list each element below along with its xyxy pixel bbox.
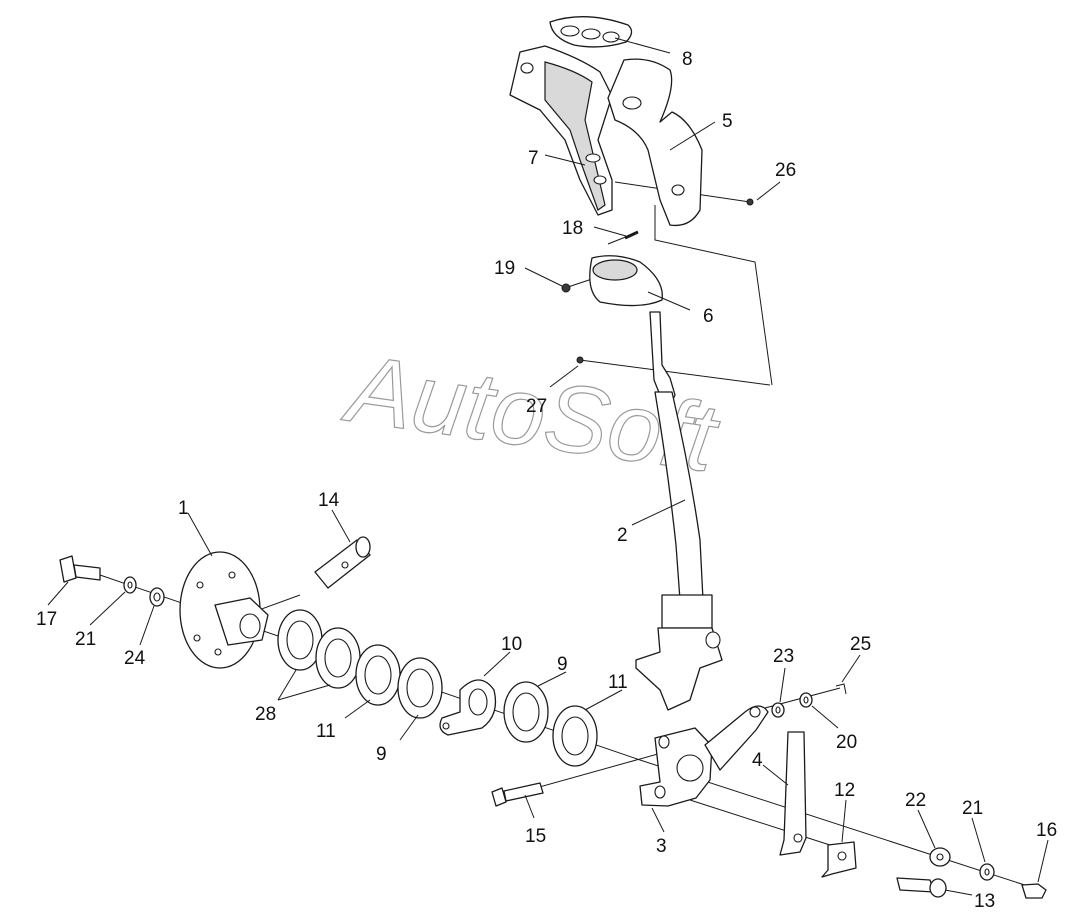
part-collar <box>589 255 663 307</box>
part-plate <box>821 841 857 878</box>
callout-3: 3 <box>656 836 667 857</box>
callout-23: 23 <box>773 646 794 667</box>
part-bracket <box>639 727 713 807</box>
callout-17: 17 <box>36 609 57 630</box>
washers-left <box>123 576 165 607</box>
part-handle-left-half <box>509 45 613 216</box>
part-bolt-17 <box>59 555 101 583</box>
callout-labels: 8 5 7 26 18 19 6 27 2 1 14 17 21 24 28 1… <box>36 49 1057 912</box>
washer-stack <box>277 609 598 767</box>
small-fasteners <box>561 198 754 364</box>
callout-27: 27 <box>526 396 547 417</box>
callout-28: 28 <box>255 704 276 725</box>
callout-24: 24 <box>124 648 146 669</box>
callout-21-right: 21 <box>962 798 983 819</box>
leader-lines <box>47 37 1049 896</box>
part-strap <box>779 731 807 856</box>
callout-12: 12 <box>834 780 855 801</box>
part-handle-right-half <box>607 58 703 227</box>
callout-16: 16 <box>1036 820 1057 841</box>
callout-21-left: 21 <box>75 629 96 650</box>
part-pin <box>314 536 371 589</box>
part-lever-shaft <box>635 311 723 711</box>
callout-8: 8 <box>682 49 693 70</box>
callout-11-right: 11 <box>608 672 628 693</box>
callout-2: 2 <box>617 525 628 546</box>
part-bolts-right <box>896 877 1047 899</box>
callout-25: 25 <box>850 634 871 655</box>
callout-1: 1 <box>178 498 189 519</box>
callout-22: 22 <box>905 790 926 811</box>
callout-15: 15 <box>525 826 546 847</box>
callout-13: 13 <box>974 891 995 912</box>
part-lever-arm <box>704 705 769 771</box>
callout-5: 5 <box>722 111 733 132</box>
part-bolt-15 <box>491 782 544 807</box>
callout-20: 20 <box>836 732 857 753</box>
callout-26: 26 <box>775 160 796 181</box>
callout-11-left: 11 <box>316 721 336 742</box>
callout-18: 18 <box>562 218 583 239</box>
callout-9-right: 9 <box>557 654 568 675</box>
part-flange <box>179 551 269 669</box>
washers-right <box>771 683 995 881</box>
callout-4: 4 <box>752 750 763 771</box>
part-top-cap <box>549 16 633 48</box>
callout-14: 14 <box>318 490 340 511</box>
callout-9-left: 9 <box>376 744 387 765</box>
callout-7: 7 <box>528 148 539 169</box>
callout-19: 19 <box>494 258 515 279</box>
callout-10: 10 <box>501 634 522 655</box>
callout-6: 6 <box>703 306 714 327</box>
